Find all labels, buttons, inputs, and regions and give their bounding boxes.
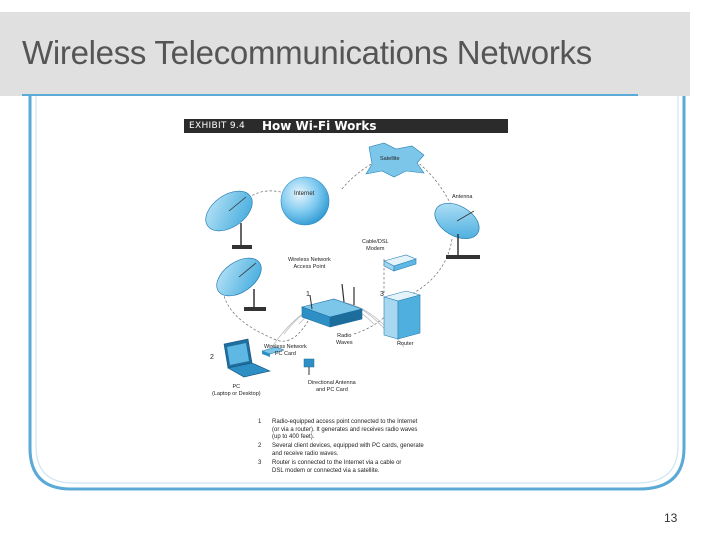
figure-header: EXHIBIT 9.4 How Wi-Fi Works [184,119,508,133]
step-1-line-3: (up to 400 feet). [272,434,315,440]
satellite-dish-right-icon [434,202,480,259]
label-access-point-line2: Access Point [293,264,326,270]
label-antenna: Antenna [452,194,473,200]
label-radio-waves-line2: Waves [336,340,353,346]
title-underline [22,94,638,96]
page-number: 13 [664,511,678,525]
step-2-line-1: Several client devices, equipped with PC… [272,443,424,449]
label-pc-card-line2: PC Card [274,351,296,357]
label-pc-card-line1: Wireless Network [264,344,307,350]
label-pc: PC (Laptop or Desktop) [212,384,261,398]
satellite-dish-left-top-icon [205,190,253,249]
step-3-number: 3 [258,460,262,466]
step-list: 1 Radio-equipped access point connected … [258,419,498,477]
marker-2: 2 [210,354,214,361]
figure-title: How Wi-Fi Works [262,119,377,133]
label-radio-waves-line1: Radio [337,333,352,339]
label-directional-line2: and PC Card [315,387,348,393]
step-3-line-2: DSL modem or connected via a satellite. [272,467,380,474]
step-2-line-2: and receive radio waves. [272,450,339,457]
step-3-line-1: Router is connected to the Internet via … [272,460,402,466]
label-directional-antenna: Directional Antenna and PC Card [308,380,356,394]
diagram-graphics [205,142,480,378]
label-modem-line1: Cable/DSL [362,239,389,245]
label-access-point: Wireless Network Access Point [288,257,331,271]
laptop-icon [223,338,271,378]
marker-1: 1 [306,291,310,298]
label-radio-waves: Radio Waves [336,333,353,347]
step-1: 1 Radio-equipped access point connected … [258,419,498,443]
router-icon [382,290,422,340]
label-directional-line1: Directional Antenna [308,380,356,386]
step-1-number: 1 [258,419,262,425]
wifi-diagram: EXHIBIT 9.4 How Wi-Fi Works [184,119,508,488]
satellite-dish-left-bottom-icon [216,257,266,311]
step-2: 2 Several client devices, equipped with … [258,443,498,460]
label-router: Router [397,341,414,347]
title-bar [0,12,690,96]
label-pc-line2: (Laptop or Desktop) [212,391,261,397]
label-satellite: Satellite [380,156,400,162]
slide-title: Wireless Telecommunications Networks [22,34,592,71]
step-1-line-2: (or via a router). It generates and rece… [272,426,418,433]
satellite-icon [365,142,425,178]
internet-globe-icon [280,176,330,226]
label-pc-card: Wireless Network PC Card [264,344,307,358]
step-1-line-1: Radio-equipped access point connected to… [272,419,418,425]
content-frame [28,96,686,491]
label-internet: Internet [294,191,315,197]
label-pc-line1: PC [232,384,241,390]
label-modem-line2: Modem [366,246,385,252]
label-modem: Cable/DSL Modem [362,239,389,253]
modem-icon [383,254,417,272]
marker-3: 3 [380,291,384,298]
step-2-number: 2 [258,443,262,449]
label-access-point-line1: Wireless Network [288,257,331,263]
exhibit-label: EXHIBIT 9.4 [189,121,246,131]
pc-card-icon [261,346,285,357]
step-3: 3 Router is connected to the Internet vi… [258,460,498,477]
access-point-icon [300,283,364,328]
directional-antenna-icon [303,358,315,375]
